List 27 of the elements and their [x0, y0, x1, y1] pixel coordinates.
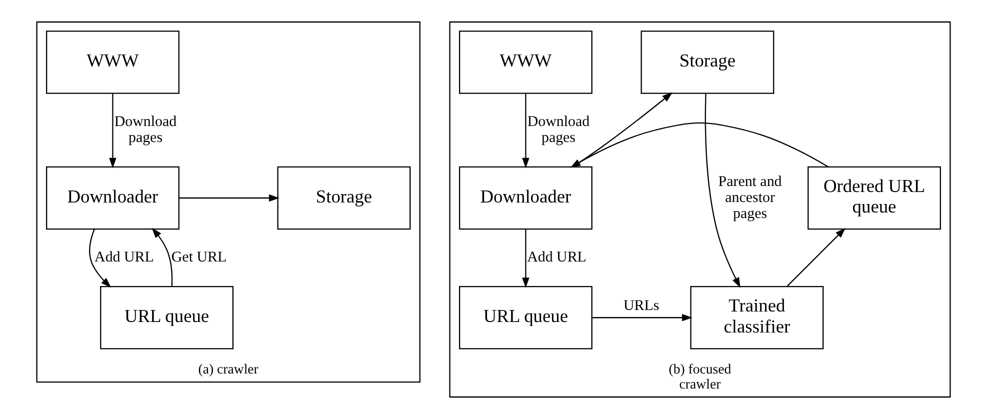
arrow: [592, 314, 692, 322]
arrow: [179, 194, 280, 202]
node-box: Storage: [277, 166, 411, 230]
node-box: Trained classifier: [690, 286, 824, 350]
arrow: [522, 229, 530, 288]
arrow: [786, 228, 846, 287]
arrow: [152, 228, 173, 287]
edge-label: Download pages: [114, 114, 177, 146]
node-box: WWW: [459, 30, 592, 94]
node-box: Downloader: [459, 166, 592, 230]
edge-label: Add URL: [527, 250, 586, 266]
node-box: Downloader: [46, 166, 180, 230]
edge-label: Parent and ancestor pages: [718, 174, 782, 222]
edge-label: Add URL: [94, 250, 154, 266]
node-box: URL queue: [459, 286, 592, 350]
node-box: URL queue: [100, 286, 234, 350]
node-box: Storage: [640, 30, 774, 94]
arrow: [89, 229, 112, 288]
arrow: [570, 122, 829, 168]
edge-label: Download pages: [527, 114, 590, 146]
arrow: [109, 93, 116, 168]
node-box: Ordered URL queue: [808, 166, 941, 230]
edge-label: Get URL: [171, 250, 227, 266]
arrow: [704, 94, 740, 288]
node-box: WWW: [46, 30, 180, 94]
edge-label: URLs: [623, 298, 660, 314]
arrow: [522, 93, 530, 168]
